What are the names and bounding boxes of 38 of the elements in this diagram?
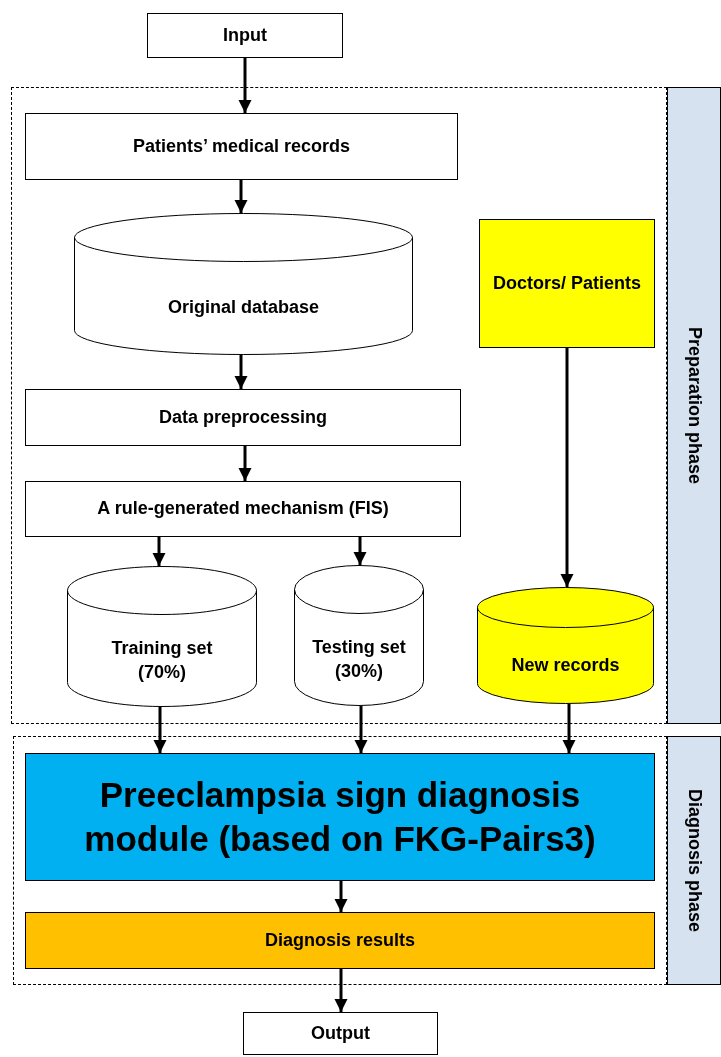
node-label: A rule-generated mechanism (FIS)	[97, 497, 389, 521]
arrow	[238, 446, 252, 481]
arrow	[562, 704, 576, 753]
input-box	[147, 13, 343, 58]
arrow	[238, 58, 252, 113]
phase-band	[667, 87, 721, 724]
node-label: Diagnosis results	[264, 928, 415, 952]
node-label: Original database	[167, 296, 320, 320]
arrow	[234, 355, 248, 389]
node-label: Doctors/ Patients	[492, 271, 641, 295]
node-label: Testing set (30%)	[311, 636, 407, 683]
arrow	[153, 707, 167, 753]
phase-region	[11, 87, 667, 724]
phase-label: Preparation phase	[683, 326, 706, 485]
arrow	[334, 881, 348, 912]
node-label: Input	[223, 23, 267, 47]
process-box	[25, 389, 461, 446]
arrow	[334, 969, 348, 1012]
arrow	[152, 537, 166, 566]
process-box	[25, 481, 461, 537]
phase-region	[13, 736, 667, 985]
output-box	[243, 1012, 438, 1055]
module-box	[25, 753, 655, 881]
node-label: Preeclampsia sign diagnosis module (based on FKG-Pairs3)	[83, 774, 597, 860]
node-label: Output	[311, 1021, 370, 1045]
node-label: Data preprocessing	[158, 405, 328, 429]
node-label: Patients’ medical records	[132, 134, 351, 158]
result-box	[25, 912, 655, 969]
node-label: Training set (70%)	[110, 637, 214, 684]
actor-box	[479, 219, 655, 348]
arrow	[353, 537, 367, 565]
arrow	[234, 180, 248, 213]
arrow	[560, 348, 574, 587]
process-box	[25, 113, 458, 180]
phase-label: Diagnosis phase	[683, 788, 706, 932]
phase-band	[667, 736, 721, 985]
node-label: New records	[511, 653, 620, 677]
arrow	[354, 706, 368, 753]
